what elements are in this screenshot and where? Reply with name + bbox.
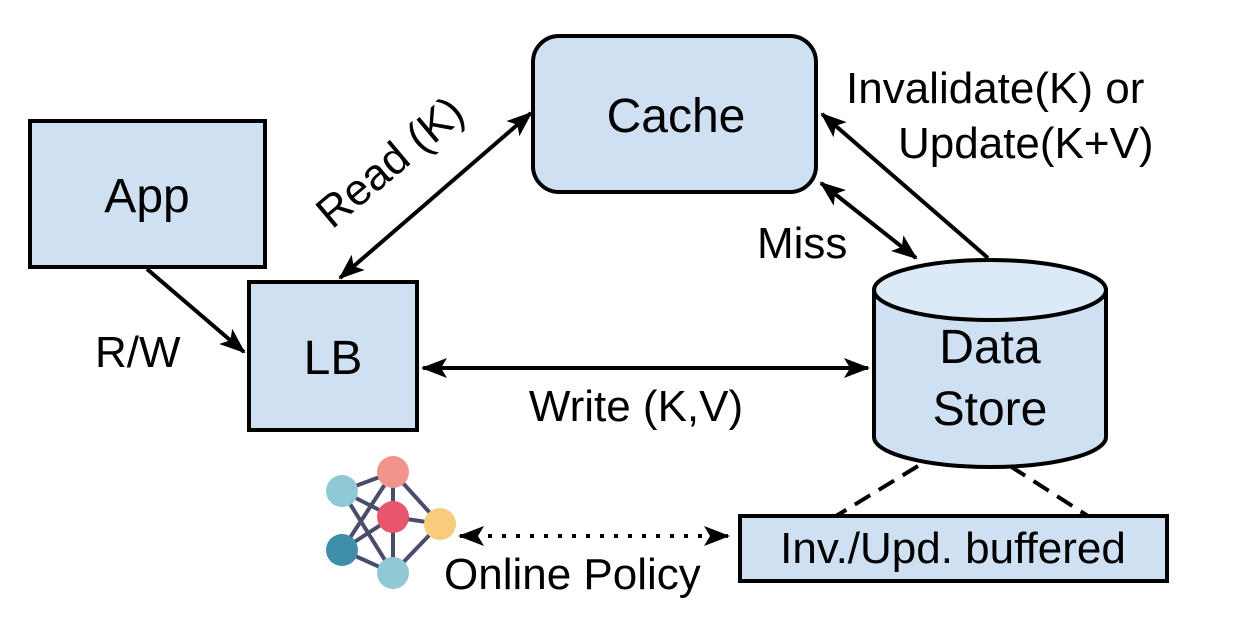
label-invalidate-line2: Update(K+V): [898, 119, 1154, 168]
lb-node: LB: [247, 280, 419, 432]
label-miss: Miss: [757, 219, 847, 268]
buffer-node: Inv./Upd. buffered: [738, 514, 1169, 583]
buffer-connector-right: [1008, 464, 1090, 518]
label-write: Write (K,V): [529, 382, 743, 431]
app-node: App: [28, 119, 267, 269]
data-store-label-line2: Store: [933, 383, 1048, 436]
data-store-node: Data Store: [872, 258, 1108, 469]
arrow-read: [338, 111, 533, 280]
label-rw: R/W: [95, 328, 181, 377]
lb-label: LB: [304, 332, 363, 385]
label-invalidate-line1: Invalidate(K) or: [846, 64, 1144, 113]
nn-node-top-left: [326, 475, 358, 507]
nn-node-bottom-left: [326, 534, 358, 566]
nn-node-bottom: [377, 557, 409, 589]
arrow-app-to-lb: [145, 267, 246, 354]
label-online-policy: Online Policy: [444, 550, 701, 599]
label-read: Read (K): [307, 87, 473, 238]
neural-network-icon: [326, 456, 456, 589]
nn-node-right: [424, 508, 456, 540]
nn-node-top: [377, 456, 409, 488]
app-label: App: [104, 170, 189, 223]
buffer-connector-left: [834, 464, 920, 518]
data-store-label-line1: Data: [939, 321, 1041, 374]
cache-node: Cache: [531, 34, 818, 194]
cache-label: Cache: [607, 90, 746, 143]
arrow-miss: [819, 181, 918, 260]
nn-node-middle: [377, 501, 409, 533]
arrow-invalidate: [820, 112, 990, 260]
buffer-label: Inv./Upd. buffered: [780, 524, 1126, 573]
